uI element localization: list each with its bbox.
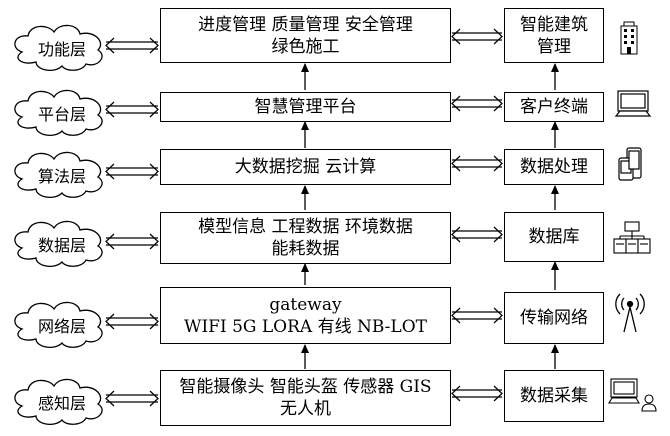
side-box-function: 智能建筑 管理 (504, 8, 604, 63)
computer-user-icon (608, 378, 657, 412)
main-box-perception: 智能摄像头 智能头盔 传感器 GIS 无人机 (160, 370, 451, 426)
side-box-perception: 数据采集 (504, 370, 604, 422)
building-icon (620, 21, 638, 55)
cloud-4 (14, 301, 103, 349)
double-arrows-right (451, 28, 503, 402)
layer-label-data: 数据层 (37, 236, 86, 255)
monitor-icon (614, 90, 652, 117)
side-box-text-line1: 传输网络 (520, 308, 588, 328)
main-box-text-line2: WIFI 5G LORA 有线 NB-LOT (183, 316, 427, 337)
side-box-text-line1: 数据处理 (520, 157, 588, 177)
cloud-2 (14, 151, 103, 199)
cloud-3 (14, 220, 103, 268)
antenna-icon (615, 293, 645, 333)
side-box-algorithm: 数据处理 (504, 149, 604, 185)
main-box-platform: 智慧管理平台 (160, 92, 451, 122)
cloud-shapes (14, 24, 103, 426)
side-box-platform: 客户终端 (504, 92, 604, 122)
side-box-data: 数据库 (504, 212, 604, 262)
side-box-text-line1: 智能建筑 (520, 14, 588, 35)
database-icon (613, 221, 651, 254)
main-box-text-line1: 智慧管理平台 (254, 97, 357, 117)
main-box-text-line1: 大数据挖掘 云计算 (234, 157, 377, 177)
layer-label-perception: 感知层 (37, 394, 86, 413)
side-box-text-line1: 数据采集 (520, 386, 588, 406)
cloud-0 (14, 24, 103, 72)
main-box-text-line1: 模型信息 工程数据 环境数据 (198, 217, 413, 237)
layer-label-network: 网络层 (37, 317, 86, 336)
main-box-text-line1: 智能摄像头 智能头盔 传感器 GIS (179, 377, 432, 397)
cloud-5 (14, 378, 103, 426)
side-box-network: 传输网络 (504, 292, 604, 344)
main-box-function: 进度管理 质量管理 安全管理 绿色施工 (160, 8, 451, 63)
main-box-text-line2: 无人机 (280, 399, 331, 419)
main-box-network: gateway WIFI 5G LORA 有线 NB-LOT (160, 287, 451, 344)
layer-label-algorithm: 算法层 (37, 167, 86, 186)
layer-label-platform: 平台层 (37, 105, 86, 124)
main-box-text-line1: 进度管理 质量管理 安全管理 (198, 14, 413, 35)
layer-label-function: 功能层 (37, 40, 86, 59)
main-box-algorithm: 大数据挖掘 云计算 (160, 149, 451, 185)
main-box-text-line1: gateway (269, 294, 342, 315)
main-box-text-line2: 绿色施工 (271, 36, 340, 57)
device-icon (618, 147, 642, 181)
side-box-text-line1: 数据库 (528, 227, 580, 247)
main-box-text-line2: 能耗数据 (271, 239, 340, 259)
side-box-text-line1: 客户终端 (520, 97, 588, 117)
side-box-text-line2: 管理 (537, 36, 571, 57)
cloud-1 (14, 89, 103, 137)
main-box-data: 模型信息 工程数据 环境数据 能耗数据 (160, 212, 451, 264)
double-arrows-left (105, 37, 159, 407)
